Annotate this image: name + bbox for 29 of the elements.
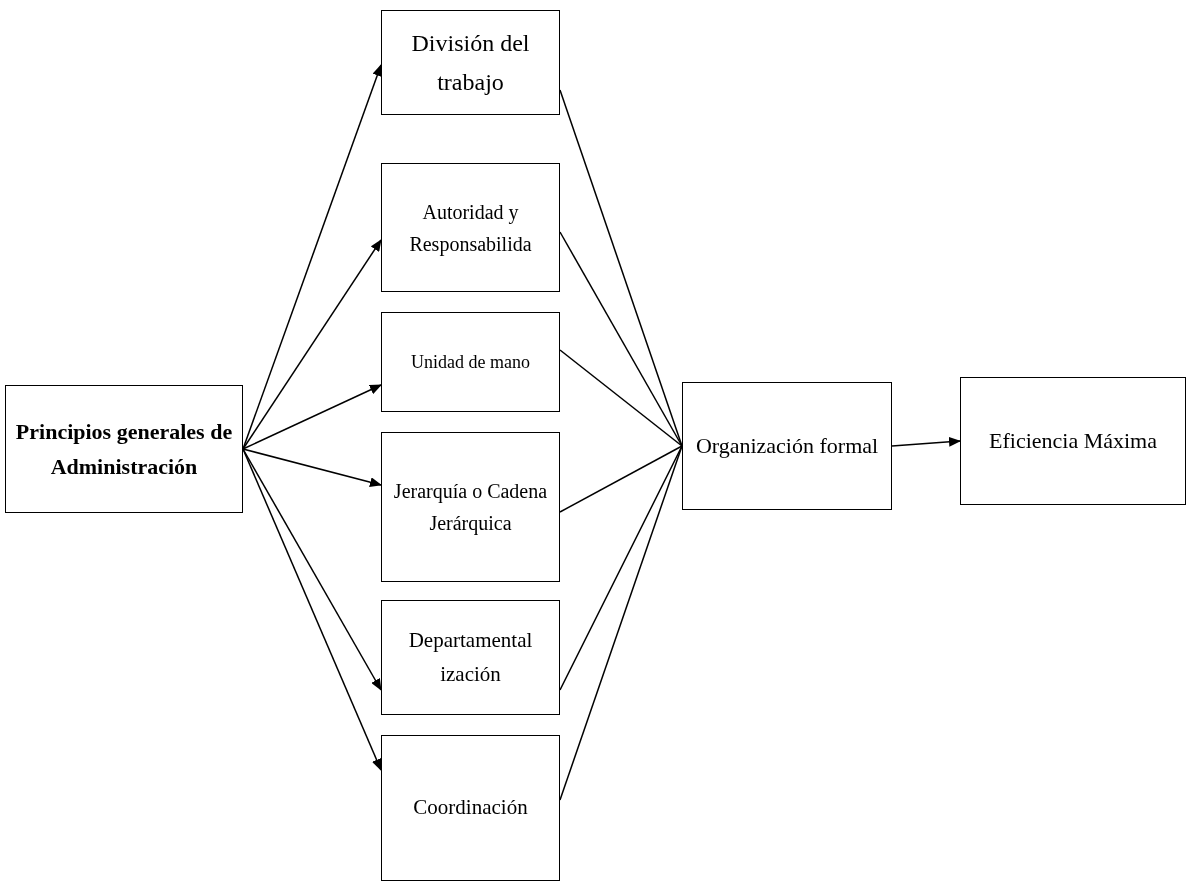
box-label: Coordinación [413, 794, 528, 822]
connector-line [559, 231, 683, 447]
process-box [381, 735, 560, 881]
arrow [242, 448, 382, 771]
box-label: Departamental ización [407, 626, 534, 688]
process-box [381, 600, 560, 715]
arrow [242, 448, 382, 691]
connector-line [559, 445, 683, 801]
process-box [381, 312, 560, 412]
process-box [5, 385, 243, 513]
arrow [242, 448, 382, 488]
arrow [242, 384, 382, 450]
connector-line [559, 445, 683, 691]
process-box [381, 10, 560, 115]
box-label: Organización formal [695, 432, 879, 461]
box-label: Unidad de mano [411, 350, 530, 374]
arrow [891, 436, 961, 447]
process-box [381, 432, 560, 582]
box-label: División del trabajo [410, 29, 531, 97]
box-label: Eficiencia Máxima [989, 427, 1157, 456]
process-box [960, 377, 1186, 505]
connector-line [559, 349, 683, 447]
box-label: Autoridad y Responsabilida [408, 199, 533, 258]
arrow [242, 239, 382, 450]
process-box [682, 382, 892, 510]
box-label: Jerarquía o Cadena Jerárquica [392, 479, 549, 537]
process-box [381, 163, 560, 292]
box-label: Principios generales de Administración [14, 417, 234, 481]
connector-line [559, 445, 683, 513]
